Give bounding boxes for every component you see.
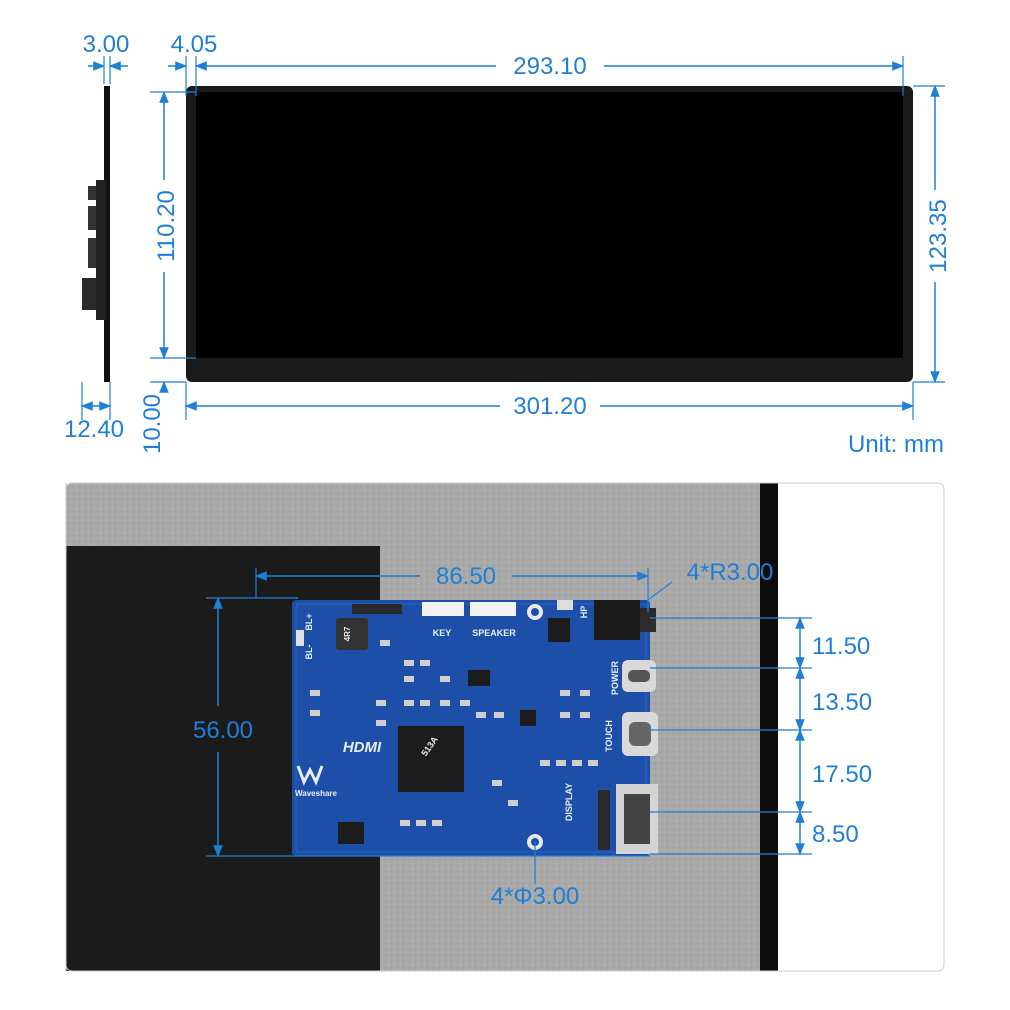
dim-port-gap-2: 13.50 <box>812 689 872 716</box>
dim-corner-radius: 4*R3.00 <box>687 559 774 586</box>
dim-bottom-bezel: 10.00 <box>139 394 166 454</box>
dim-side-thickness: 3.00 <box>83 31 130 58</box>
label-bl-minus: BL- <box>304 645 314 660</box>
dim-mount-hole: 4*Φ3.00 <box>491 883 580 910</box>
front-panel <box>186 86 913 382</box>
dim-outer-width: 301.20 <box>513 393 586 420</box>
dim-board-width: 86.50 <box>436 563 496 590</box>
side-profile <box>82 86 110 382</box>
dim-board-height: 56.00 <box>193 717 253 744</box>
waveshare-logo-icon <box>296 765 324 786</box>
dim-active-width: 293.10 <box>513 53 586 80</box>
driver-board <box>292 600 658 856</box>
dim-active-height: 110.20 <box>153 190 180 262</box>
dim-module-depth: 12.40 <box>64 416 124 443</box>
label-speaker: SPEAKER <box>472 628 516 638</box>
label-inductor: 4R7 <box>343 626 352 641</box>
dim-outer-height: 123.35 <box>925 199 952 272</box>
label-key: KEY <box>433 628 452 638</box>
dimension-lines-bottom <box>213 571 805 858</box>
dim-port-gap-3: 17.50 <box>812 761 872 788</box>
label-hp: HP <box>579 606 589 619</box>
label-brand: Waveshare <box>295 789 338 798</box>
label-hdmi: HDMI <box>343 739 382 756</box>
label-touch: TOUCH <box>604 720 614 752</box>
label-bl-plus: BL+ <box>304 613 314 630</box>
dim-port-gap-4: 8.50 <box>812 821 859 848</box>
label-display: DISPLAY <box>564 783 574 821</box>
dim-bezel-offset: 4.05 <box>171 31 218 58</box>
unit-label: Unit: mm <box>848 431 944 458</box>
dim-port-gap-1: 11.50 <box>812 633 870 660</box>
label-power: POWER <box>610 661 620 696</box>
dimension-lines-top <box>80 61 940 411</box>
